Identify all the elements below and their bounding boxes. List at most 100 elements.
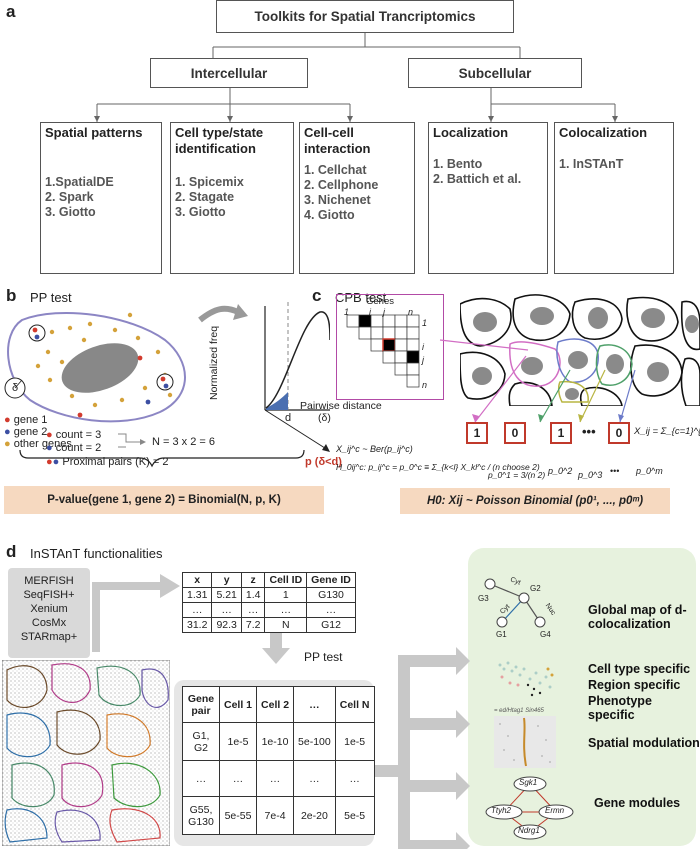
- prob-cell-m: p_0^m: [636, 466, 663, 476]
- column-title: Spatial patterns: [45, 125, 143, 140]
- output-cell: 5e-55: [218, 796, 258, 835]
- tool-item: 3. Giotto: [45, 205, 96, 219]
- input-header: y: [211, 572, 242, 588]
- output-cell: 1e-10: [256, 722, 295, 761]
- cell-indicator-2: 0: [504, 422, 526, 444]
- input-cell: 92.3: [211, 617, 242, 633]
- input-cell: G12: [306, 617, 356, 633]
- function-global-map: Global map of d-colocalization: [588, 603, 687, 631]
- cell-indicator-3: 1: [550, 422, 572, 444]
- output-cell: 5e-5: [334, 796, 375, 835]
- output-table: Gene pair Cell 1 Cell 2 … Cell N G1, G2 …: [182, 686, 375, 835]
- prob-cell-3: p_0^3: [578, 470, 603, 480]
- tool-column-colocalization: Colocalization 1. InSTAnT: [554, 122, 674, 274]
- pp-test-title: PP test: [30, 290, 72, 305]
- input-cell: …: [306, 602, 356, 618]
- platforms-box: MERFISH SeqFISH+ Xenium CosMx STARmap+: [8, 568, 90, 658]
- output-table-wrap: Gene pair Cell 1 Cell 2 … Cell N G1, G2 …: [182, 686, 375, 835]
- output-cell: 2e-20: [293, 796, 336, 835]
- output-cell: …: [182, 760, 220, 797]
- input-cell: 31.2: [181, 617, 213, 633]
- proximal-pairs: ●● Proximal pairs (K) = 2: [46, 456, 169, 468]
- tool-column-cell-cell: Cell-cell interaction 1. Cellchat 2. Cel…: [299, 122, 415, 274]
- toolkits-root-box: Toolkits for Spatial Trancriptomics: [216, 0, 514, 33]
- output-cell: 5e-100: [293, 722, 336, 761]
- module-gene-ndrg1: Ndrg1: [518, 826, 540, 835]
- output-cell: G1, G2: [182, 722, 220, 761]
- umap-scatter: [498, 661, 554, 697]
- input-cell: …: [240, 602, 266, 618]
- input-cell: G130: [306, 587, 356, 603]
- matrix-row-j: j: [422, 355, 424, 365]
- module-gene-sgk1: Sgk1: [519, 778, 538, 787]
- platform-item: STARmap+: [20, 631, 78, 643]
- matrix-row-i: i: [422, 342, 424, 352]
- column-title: interaction: [304, 141, 371, 156]
- column-title: Cell type/state: [175, 125, 264, 140]
- input-cell: 7.2: [240, 617, 266, 633]
- tool-item: 1.SpatialDE: [45, 175, 114, 189]
- sum-formula: X_ij = Σ_{c=1}^{m} X_ij^c: [634, 426, 700, 437]
- node-g3: G3: [478, 594, 489, 603]
- output-header: …: [293, 686, 336, 723]
- tool-column-cell-type: Cell type/state identification 1. Spicem…: [170, 122, 294, 274]
- x-axis-label: Pairwise distance: [300, 400, 382, 412]
- function-cell-type: Cell type specific: [588, 662, 691, 676]
- legend-other-genes: ● other genes: [4, 438, 72, 450]
- output-cell: G55, G130: [182, 796, 220, 835]
- function-region: Region specific: [588, 678, 681, 692]
- module-gene-ttyh2: Ttyh2: [491, 806, 512, 815]
- umap-caption: = ed/Htag1 Sin465: [494, 708, 544, 714]
- panel-c-letter: c: [312, 286, 322, 305]
- tool-item: 3. Giotto: [175, 205, 226, 219]
- matrix-col-i: i: [369, 307, 371, 317]
- panel-d-letter: d: [6, 542, 17, 561]
- output-cell: …: [218, 760, 258, 797]
- cell-arrows: [439, 339, 636, 423]
- matrix-genes-label: Genes: [366, 296, 394, 307]
- subcellular-box: Subcellular: [408, 58, 582, 88]
- input-cell: …: [181, 602, 213, 618]
- node-g4: G4: [540, 630, 551, 639]
- pp-test-step-label: PP test: [304, 650, 343, 664]
- segmentation-image: [2, 660, 170, 846]
- output-header: Cell 2: [256, 686, 295, 723]
- column-title: Cell-cell: [304, 125, 354, 140]
- output-header: Gene pair: [182, 686, 220, 723]
- function-spatial-modulation: Spatial modulation: [588, 736, 700, 750]
- function-phenotype: Phenotype specific: [588, 694, 652, 722]
- output-header: Cell 1: [218, 686, 258, 723]
- output-panel-bg: [468, 548, 696, 846]
- output-cell: …: [334, 760, 375, 797]
- cpb-test-title: CPB test: [335, 290, 387, 305]
- output-cell: 7e-4: [256, 796, 295, 835]
- platform-item: Xenium: [30, 603, 68, 615]
- output-cell: …: [256, 760, 295, 797]
- input-table: x y z Cell ID Gene ID 1.31 5.21 1.4 1 G1…: [181, 572, 356, 633]
- cell-null-hypothesis: H_0ij^c: p_ij^c = p_0^c ≡ Σ_{k<l} X_kl^c…: [336, 462, 540, 472]
- count-gene-1: ● count = 3: [46, 429, 102, 441]
- column-title: Localization: [433, 125, 509, 140]
- platform-item: CosMx: [31, 617, 67, 629]
- pp-test-diagram: [4, 302, 330, 468]
- tool-column-spatial-patterns: Spatial patterns 1.SpatialDE 2. Spark 3.…: [40, 122, 162, 274]
- instant-title: InSTAnT functionalities: [30, 546, 163, 561]
- tissue-cells-image: [460, 294, 700, 406]
- input-cell: 1.31: [181, 587, 213, 603]
- count-gene-2: ● count = 2: [46, 442, 102, 454]
- gene-module-network: [485, 776, 574, 840]
- input-cell: N: [264, 617, 308, 633]
- tool-item: 1. Spicemix: [175, 175, 244, 189]
- matrix-col-n: n: [408, 307, 414, 317]
- matrix-col-1: 1: [344, 307, 350, 317]
- column-title: identification: [175, 141, 256, 156]
- pp-formula-band: P-value(gene 1, gene 2) = Binomial(N, p,…: [4, 486, 324, 514]
- prob-cell-2: p_0^2: [548, 466, 573, 476]
- platform-item: MERFISH: [24, 575, 74, 587]
- tool-item: 1. Bento: [433, 157, 483, 171]
- panel-a-connectors: [94, 33, 618, 122]
- ellipsis: •••: [582, 424, 596, 439]
- input-cell: …: [211, 602, 242, 618]
- module-gene-ermn: Ermn: [545, 806, 565, 815]
- delta-symbol: δ: [12, 382, 19, 394]
